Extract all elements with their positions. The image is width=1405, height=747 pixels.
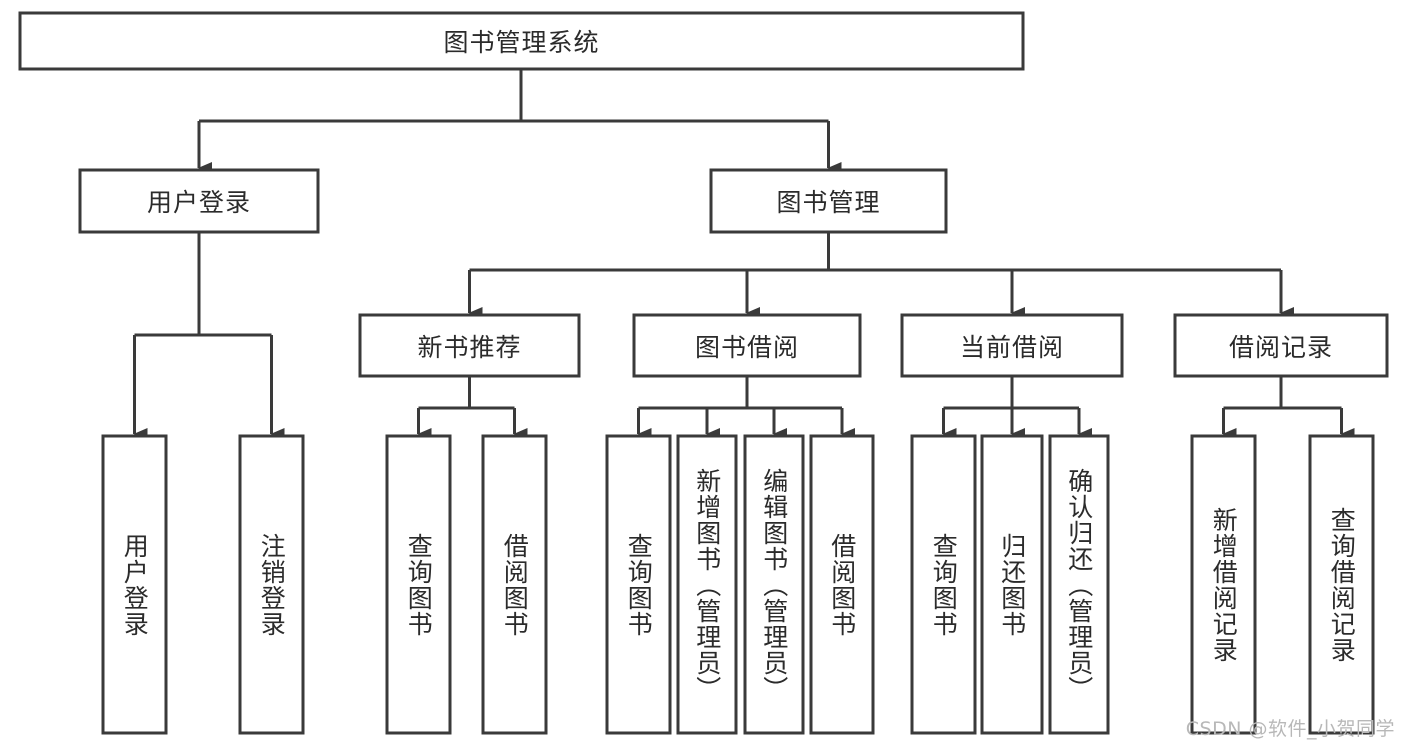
node-box-leaf-return-book[interactable] [980, 434, 1044, 735]
node-leaf-borrow-book-1[interactable] [481, 434, 548, 735]
node-book-borrow[interactable] [632, 313, 862, 378]
node-box-leaf-borrow-book-1[interactable] [481, 434, 548, 735]
node-book-manage[interactable] [709, 168, 948, 234]
node-box-leaf-query-record[interactable] [1308, 434, 1375, 735]
node-leaf-add-record[interactable] [1190, 434, 1257, 735]
node-leaf-user-login[interactable] [101, 434, 168, 735]
node-box-current-borrow[interactable] [900, 313, 1124, 378]
node-box-leaf-query-book-1[interactable] [385, 434, 452, 735]
node-new-book-rec[interactable] [358, 313, 581, 378]
node-leaf-query-book-1[interactable] [385, 434, 452, 735]
node-box-book-manage[interactable] [709, 168, 948, 234]
node-box-leaf-user-login[interactable] [101, 434, 168, 735]
node-box-leaf-add-book[interactable] [676, 434, 738, 735]
box-layer [18, 11, 1389, 735]
connector-layer [133, 69, 1355, 440]
node-box-book-borrow[interactable] [632, 313, 862, 378]
node-box-leaf-user-logout[interactable] [238, 434, 305, 735]
node-leaf-borrow-book-2[interactable] [809, 434, 875, 735]
node-box-borrow-record[interactable] [1173, 313, 1389, 378]
node-box-root[interactable] [18, 11, 1025, 71]
node-leaf-add-book[interactable] [676, 434, 738, 735]
node-user-login[interactable] [78, 168, 320, 234]
node-leaf-user-logout[interactable] [238, 434, 305, 735]
node-leaf-query-book-3[interactable] [910, 434, 977, 735]
node-leaf-edit-book[interactable] [743, 434, 805, 735]
node-leaf-query-book-2[interactable] [605, 434, 672, 735]
node-box-new-book-rec[interactable] [358, 313, 581, 378]
node-root[interactable] [18, 11, 1025, 71]
node-box-leaf-add-record[interactable] [1190, 434, 1257, 735]
node-box-leaf-edit-book[interactable] [743, 434, 805, 735]
node-box-leaf-query-book-2[interactable] [605, 434, 672, 735]
node-leaf-confirm-return[interactable] [1048, 434, 1110, 735]
node-leaf-query-record[interactable] [1308, 434, 1375, 735]
node-box-leaf-borrow-book-2[interactable] [809, 434, 875, 735]
watermark: CSDN @软件_小贺同学 [1185, 718, 1395, 740]
node-borrow-record[interactable] [1173, 313, 1389, 378]
node-box-user-login[interactable] [78, 168, 320, 234]
node-leaf-return-book[interactable] [980, 434, 1044, 735]
node-box-leaf-confirm-return[interactable] [1048, 434, 1110, 735]
node-box-leaf-query-book-3[interactable] [910, 434, 977, 735]
node-current-borrow[interactable] [900, 313, 1124, 378]
